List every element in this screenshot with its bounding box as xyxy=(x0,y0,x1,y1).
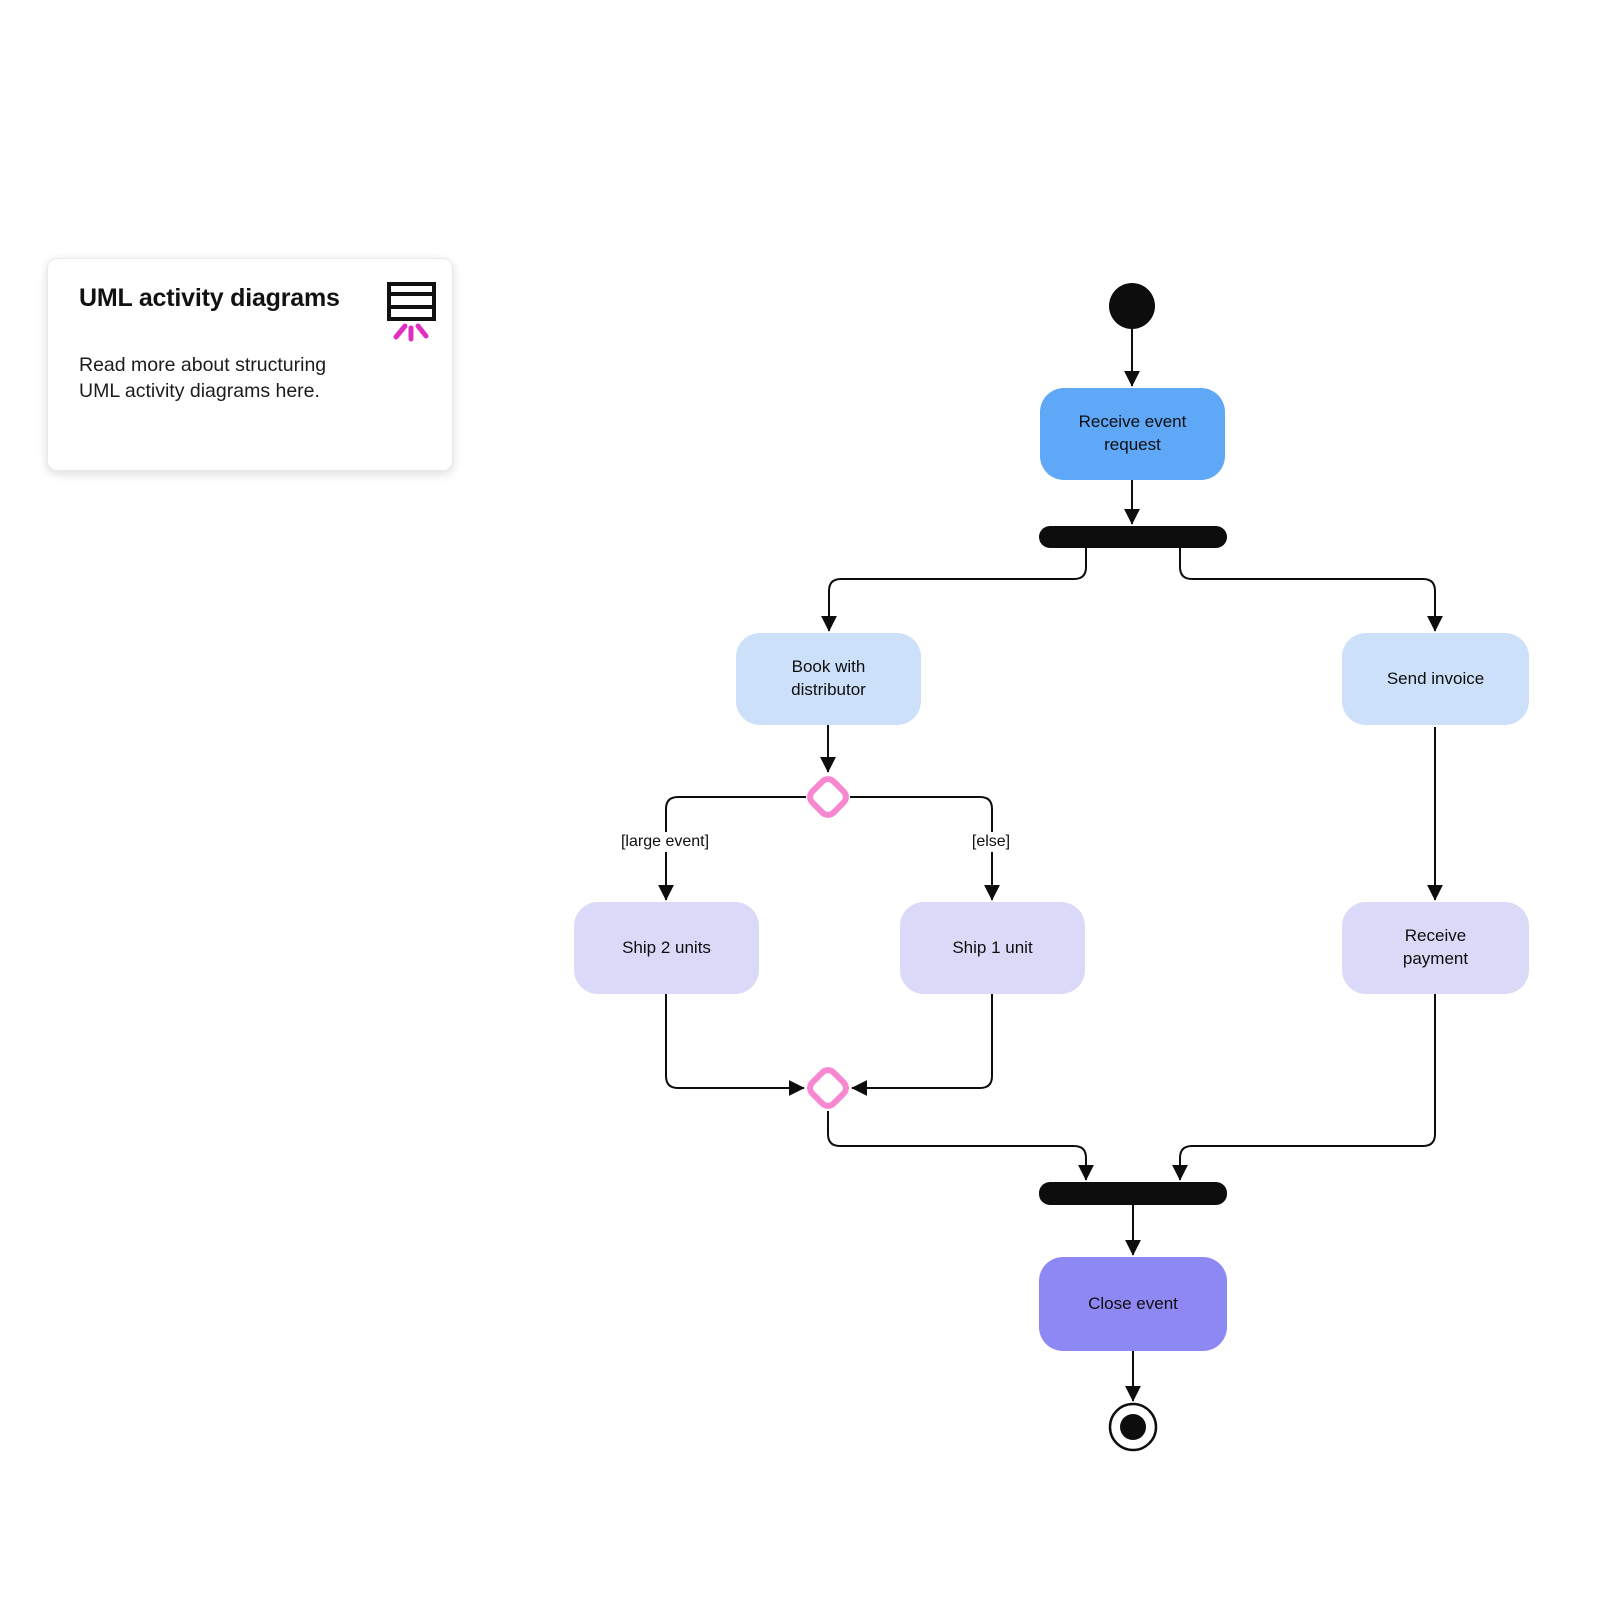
note-card-body: Read more about structuring UML activity… xyxy=(79,354,327,402)
edge-merge-to-join[interactable] xyxy=(827,1111,1094,1181)
node-label: Close event xyxy=(1088,1293,1178,1313)
final-node[interactable] xyxy=(1108,1402,1158,1452)
join-bar[interactable] xyxy=(1039,1182,1227,1205)
edge-fork-to-send-invoice[interactable] xyxy=(1179,548,1443,632)
note-card-title: UML activity diagrams xyxy=(79,284,340,312)
edge-fork-to-book-with-distributor[interactable] xyxy=(821,548,1087,632)
node-label: Ship 1 unit xyxy=(952,937,1033,957)
activity-node-ship-1-unit[interactable]: Ship 1 unit xyxy=(900,902,1085,994)
edge-ship-1-unit-to-merge[interactable] xyxy=(851,994,993,1096)
guard-label-large-event[interactable]: [large event] xyxy=(616,832,714,852)
guard-label-else[interactable]: [else] xyxy=(967,832,1015,852)
node-label: Ship 2 units xyxy=(622,937,711,957)
note-card[interactable]: UML activity diagrams Read more about st… xyxy=(47,258,453,471)
initial-node[interactable] xyxy=(1109,283,1155,329)
node-label: Book with distributor xyxy=(791,657,866,699)
edge-decision-to-ship-2-units[interactable] xyxy=(658,796,806,901)
fork-bar[interactable] xyxy=(1039,526,1227,548)
document-flash-icon xyxy=(384,281,438,348)
activity-node-book-with-distributor[interactable]: Book with distributor xyxy=(736,633,921,725)
merge-diamond[interactable] xyxy=(807,1067,849,1109)
edge-ship-2-units-to-merge[interactable] xyxy=(665,994,805,1096)
activity-node-close-event[interactable]: Close event xyxy=(1039,1257,1227,1351)
edge-receive-payment-to-join[interactable] xyxy=(1172,994,1436,1181)
node-label: Receive payment xyxy=(1402,926,1469,968)
activity-node-receive-event-request[interactable]: Receive event request xyxy=(1040,388,1225,480)
edge-decision-to-ship-1-unit[interactable] xyxy=(850,796,1000,901)
activity-node-ship-2-units[interactable]: Ship 2 units xyxy=(574,902,759,994)
activity-node-send-invoice[interactable]: Send invoice xyxy=(1342,633,1529,725)
node-label: Send invoice xyxy=(1386,668,1485,688)
decision-diamond[interactable] xyxy=(807,776,849,818)
node-label: Receive event request xyxy=(1078,412,1187,454)
activity-node-receive-payment[interactable]: Receive payment xyxy=(1342,902,1529,994)
